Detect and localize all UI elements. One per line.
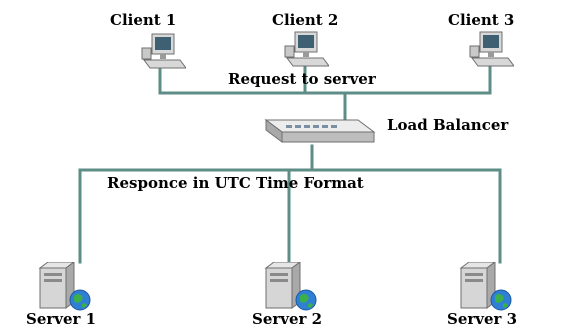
client-3-computer-icon bbox=[468, 28, 515, 70]
server-3-label: Server 3 bbox=[447, 310, 518, 328]
server-2-tower-icon bbox=[262, 261, 318, 312]
client-1-label: Client 1 bbox=[110, 11, 177, 29]
response-label: Responce in UTC Time Format bbox=[107, 174, 364, 192]
client-2-label: Client 2 bbox=[272, 11, 339, 29]
server-3-tower-icon bbox=[457, 261, 513, 312]
server-1-label: Server 1 bbox=[26, 310, 97, 328]
client-2-computer-icon bbox=[283, 28, 330, 70]
client-1-computer-icon bbox=[140, 30, 187, 72]
load-balancer-switch-icon bbox=[258, 116, 376, 150]
server-1-tower-icon bbox=[36, 261, 92, 312]
server-2-label: Server 2 bbox=[252, 310, 323, 328]
request-label: Request to server bbox=[228, 70, 376, 88]
client-3-label: Client 3 bbox=[448, 11, 515, 29]
load-balancer-label: Load Balancer bbox=[387, 116, 509, 134]
